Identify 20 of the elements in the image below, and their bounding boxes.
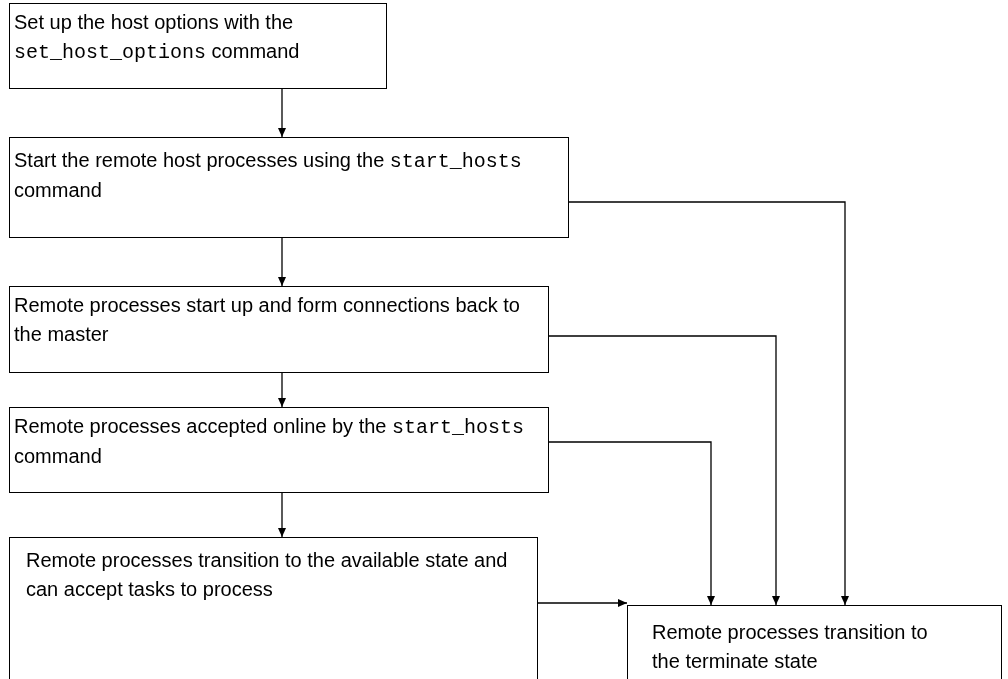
arrow: [278, 237, 286, 287]
box-text: Remote processes start up and form connections back to the master: [14, 293, 521, 347]
box-text: Remote processes transition to the terminate state: [652, 620, 929, 674]
arrow: [548, 441, 715, 606]
process-box: [9, 537, 538, 679]
box-text: Remote processes transition to the available state and can accept tasks to process: [26, 548, 509, 602]
arrow: [548, 335, 780, 606]
box-text: Set up the host options with the set_host_options command: [14, 10, 301, 66]
arrow: [537, 599, 628, 607]
process-box: [627, 605, 1002, 679]
arrow: [278, 88, 286, 138]
process-box: [9, 407, 549, 493]
process-box: [9, 3, 387, 89]
box-text: Start the remote host processes using the start_hosts command: [14, 148, 523, 203]
arrow: [278, 492, 286, 538]
process-box: [9, 286, 549, 373]
arrow: [568, 201, 849, 606]
arrow: [278, 372, 286, 408]
process-box: [9, 137, 569, 238]
box-text: Remote processes accepted online by the start_hosts command: [14, 414, 526, 469]
